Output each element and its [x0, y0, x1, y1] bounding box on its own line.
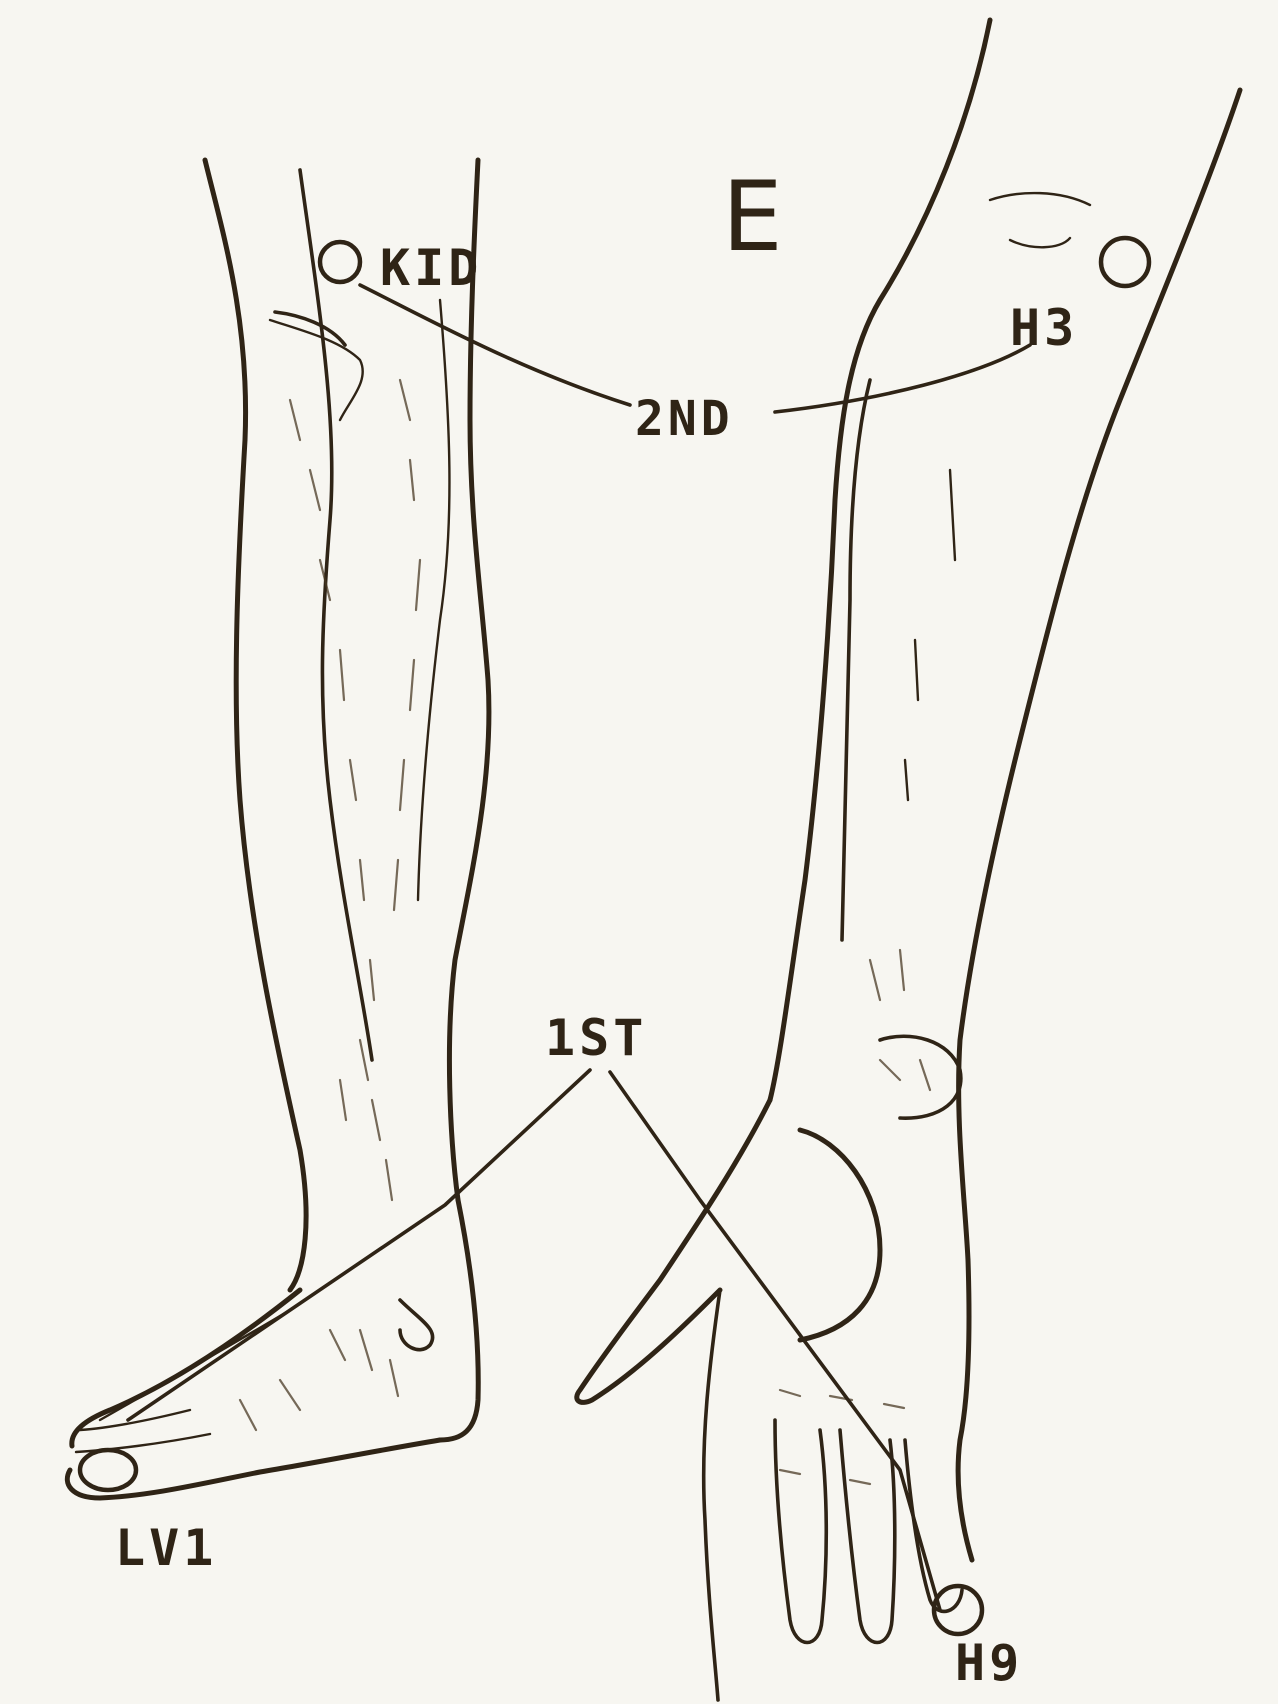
thumb-contour [577, 1100, 770, 1402]
connection-lines [128, 285, 1030, 1610]
heel-contour [440, 1200, 478, 1440]
ring-finger [840, 1430, 895, 1643]
leg-drawing [67, 160, 489, 1498]
kid-point-marker [320, 242, 360, 282]
leg-tibia-line [300, 170, 372, 1060]
acupoints [80, 238, 1149, 1634]
leg-inner-contour [449, 160, 489, 1200]
second-connection-left [360, 285, 630, 405]
figure-letter: E [722, 161, 783, 273]
first-connection-to-heart [610, 1072, 940, 1610]
wrist-outline [880, 1036, 961, 1118]
label-kid: KID [380, 239, 482, 297]
label-first: 1ST [545, 1009, 647, 1067]
lv1-point-marker [80, 1450, 136, 1490]
middle-finger [775, 1420, 826, 1643]
arm-drawing [577, 20, 1240, 1700]
label-lv1: LV1 [115, 1519, 217, 1577]
index-finger [704, 1290, 720, 1700]
h3-point-marker [1101, 238, 1149, 286]
hand-edge-contour [958, 1260, 972, 1560]
label-h9: H9 [955, 1634, 1023, 1692]
leg-outer-contour [205, 160, 306, 1290]
first-connection-to-liver [128, 1070, 590, 1420]
arm-outer-contour [770, 20, 990, 1100]
second-connection-right [775, 345, 1030, 412]
label-second: 2ND [635, 391, 734, 447]
foot-top-contour [72, 1290, 300, 1446]
label-h3: H3 [1010, 299, 1078, 357]
